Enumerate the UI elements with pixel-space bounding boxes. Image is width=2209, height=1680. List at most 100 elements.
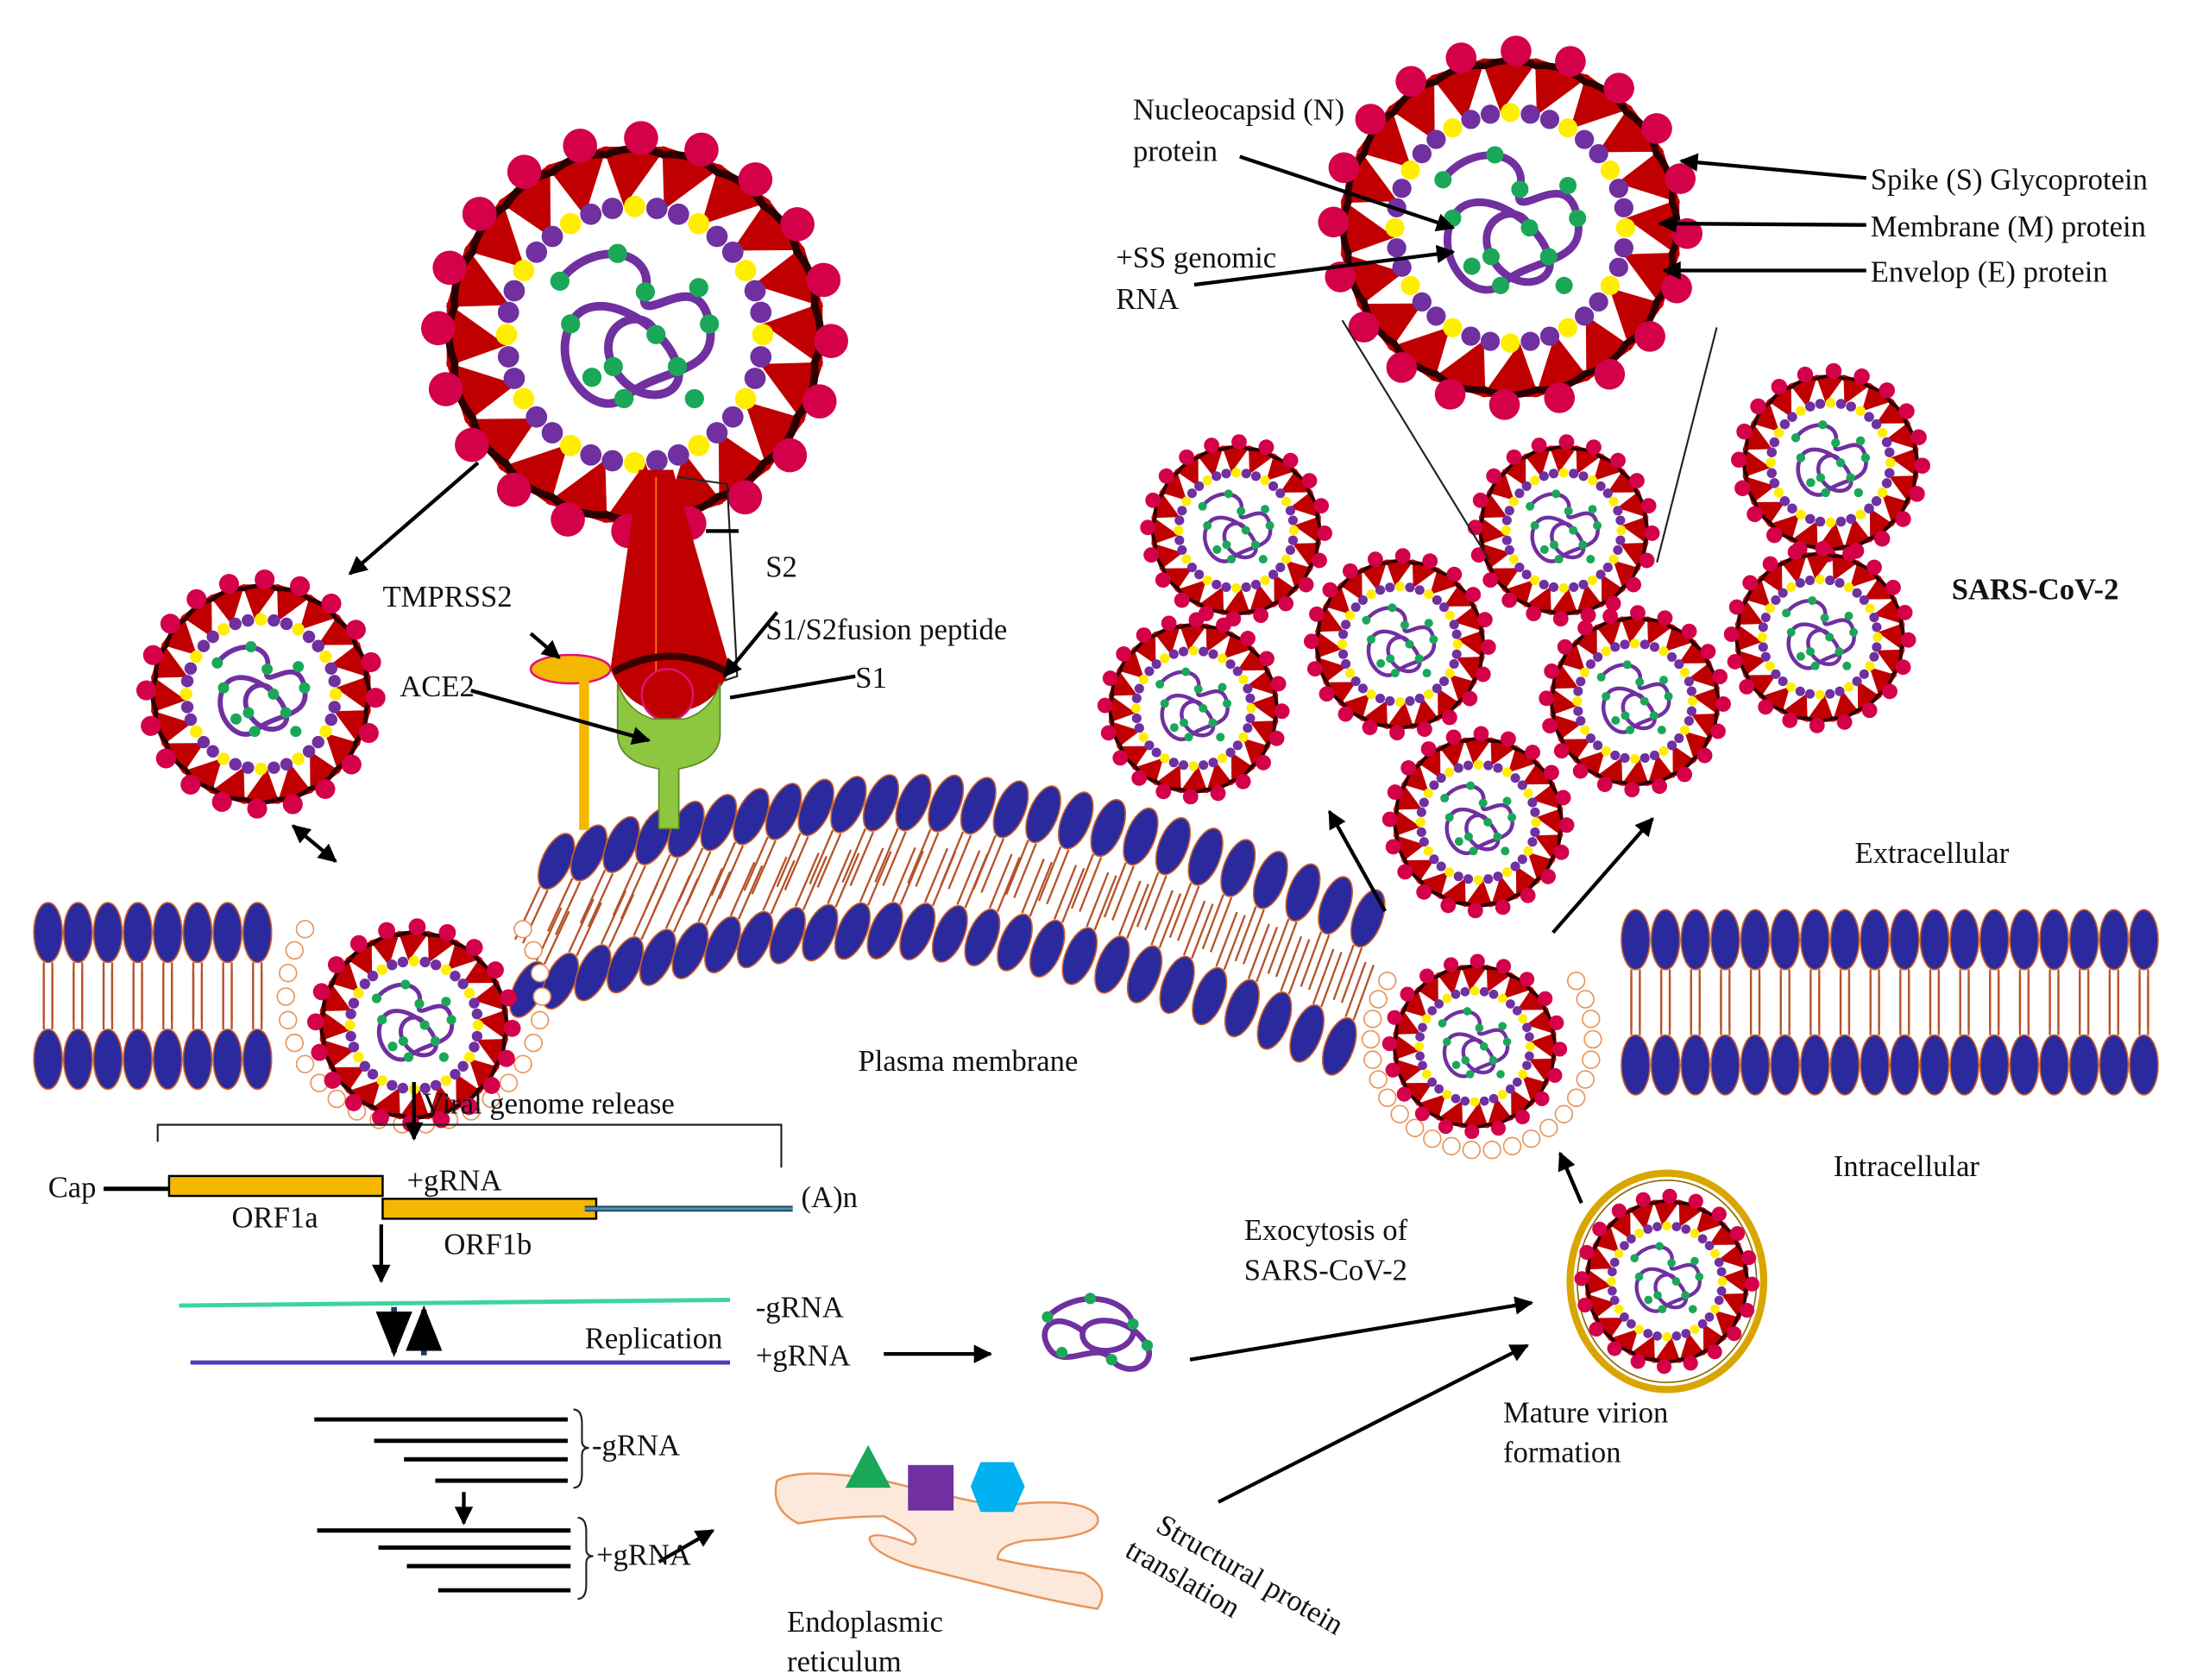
lipid-head <box>1800 909 1830 971</box>
vesicle-lipid <box>524 1033 543 1053</box>
lipid-tail <box>1053 865 1086 923</box>
released-virion <box>1140 434 1332 626</box>
virion-exiting <box>1382 954 1568 1140</box>
phospholipid <box>907 774 965 887</box>
vesicle-lipid <box>285 1033 305 1053</box>
vesicle-lipid <box>1521 1129 1541 1148</box>
phospholipid <box>736 856 796 969</box>
phospholipid <box>899 847 957 961</box>
lipid-tail <box>1630 976 1641 1035</box>
vesicle-lipid <box>285 941 305 960</box>
lipid-tail <box>252 962 263 1022</box>
lipid-tail <box>1809 976 1821 1035</box>
lipid-tail <box>1150 890 1182 949</box>
lipid-tail <box>743 836 777 895</box>
virion-legend-model <box>1318 35 1703 420</box>
label-mature-virion: Mature virion <box>1503 1396 1668 1429</box>
vesicle-lipid <box>1576 1070 1595 1089</box>
phospholipid <box>1860 976 1890 1096</box>
phospholipid <box>866 846 924 960</box>
phospholipid <box>1321 961 1375 1076</box>
lipid-tail <box>2018 976 2030 1035</box>
lipid-tail <box>546 878 582 935</box>
vesicle-lipid <box>1583 1029 1602 1049</box>
lipid-head <box>2039 1034 2069 1096</box>
lipid-head <box>152 902 183 964</box>
phospholipid <box>1234 851 1288 965</box>
lipid-tail <box>923 847 957 906</box>
vesicle-lipid <box>1378 972 1397 991</box>
lipid-tail <box>2079 969 2090 1029</box>
phospholipid <box>964 853 1021 966</box>
phospholipid <box>1740 909 1771 1029</box>
label-virus-name: SARS-CoV-2 <box>1952 574 2119 607</box>
phospholipid <box>1621 976 1651 1096</box>
lipid-tail <box>1201 894 1233 953</box>
phospholipid <box>940 777 997 890</box>
lipid-head <box>607 936 645 994</box>
lipid-head <box>212 1029 242 1091</box>
lipid-tail <box>809 829 842 888</box>
lipid-tail <box>2108 976 2119 1035</box>
phospholipid <box>2099 909 2130 1029</box>
lipid-tail <box>940 831 972 890</box>
phospholipid <box>1710 976 1740 1096</box>
lipid-tail <box>972 834 1004 893</box>
lipid-tail <box>859 847 892 906</box>
lipid-head <box>639 928 677 986</box>
square-protein <box>908 1464 954 1511</box>
lipid-head <box>1800 1034 1830 1096</box>
phospholipid <box>802 849 860 962</box>
phospholipid <box>1949 909 1979 1029</box>
vesicle-lipid <box>1566 972 1586 991</box>
lipid-tail <box>776 833 809 891</box>
lipid-tail <box>874 827 907 886</box>
vesicle-lipid <box>1582 1050 1601 1069</box>
vesicle-lipid <box>530 963 550 983</box>
phospholipid <box>152 971 183 1091</box>
lipid-tail <box>1247 923 1279 983</box>
lipid-tail <box>841 828 875 887</box>
lipid-tail <box>2138 976 2149 1035</box>
lipid-tail <box>1168 883 1200 941</box>
phospholipid <box>671 867 732 979</box>
lipid-head <box>2039 909 2069 971</box>
lipid-head <box>862 774 900 832</box>
lipid-tail <box>988 853 1021 912</box>
label-membrane-protein: Membrane (M) protein <box>1871 211 2146 243</box>
lipid-head <box>1710 909 1740 971</box>
lipid-head <box>1192 966 1228 1026</box>
lipid-head <box>1321 1016 1357 1076</box>
vesicle-lipid <box>279 963 298 983</box>
vesicle-lipid <box>1369 1070 1388 1089</box>
lipid-head <box>1650 909 1681 971</box>
brace-minus <box>573 1408 589 1489</box>
vesicle-lipid <box>295 920 315 939</box>
phospholipid <box>710 788 770 900</box>
large-virion <box>421 121 848 548</box>
vesicle-lipid <box>1462 1140 1482 1160</box>
vesicle-lipid <box>499 1073 519 1092</box>
lipid-tail <box>710 841 745 900</box>
lipid-tail <box>222 962 233 1022</box>
lipid-tail <box>102 971 114 1029</box>
lipid-tail <box>2049 976 2060 1035</box>
lipid-head <box>899 903 936 961</box>
phospholipid <box>1650 909 1681 1029</box>
phospholipid <box>874 773 932 886</box>
spike-protein-large <box>610 469 731 722</box>
phospholipid <box>212 971 242 1091</box>
label-nucleocapsid: Nucleocapsid (N) <box>1133 94 1344 127</box>
minus-strand-line <box>179 1297 731 1308</box>
free-genome-rna <box>1042 1293 1154 1372</box>
phospholipid <box>63 902 93 1022</box>
label-extracellular: Extracellular <box>1855 837 2010 870</box>
lipid-head <box>1061 927 1098 985</box>
phospholipid <box>2068 909 2099 1029</box>
phospholipid <box>2009 909 2040 1029</box>
phospholipid <box>1650 976 1681 1096</box>
lipid-tail <box>1280 935 1311 995</box>
virion-attaching <box>136 569 386 819</box>
vesicle-lipid <box>1566 1088 1586 1107</box>
lipid-tail <box>1136 871 1167 931</box>
